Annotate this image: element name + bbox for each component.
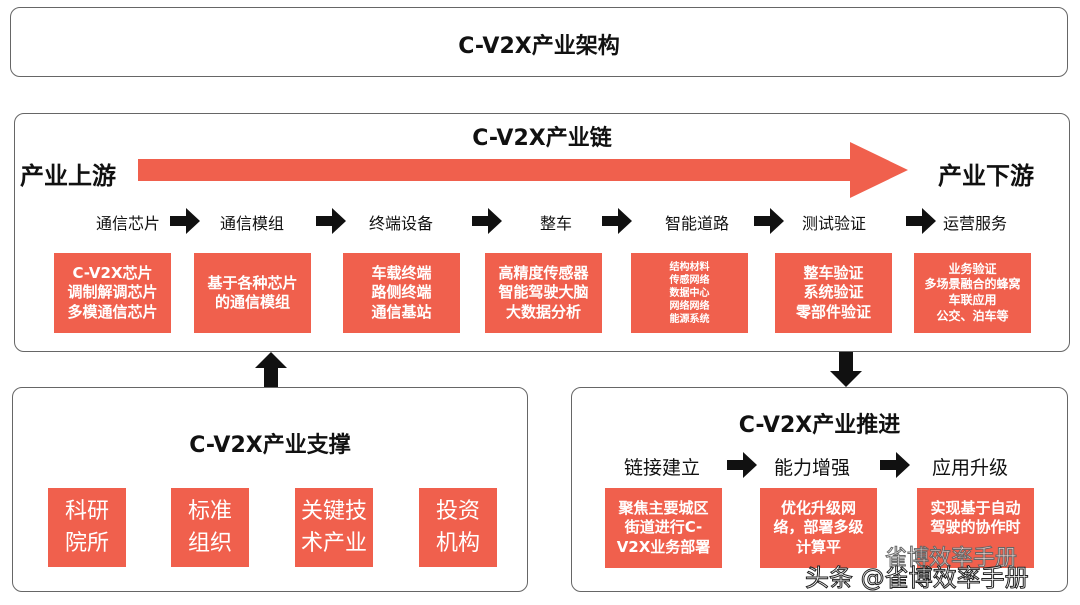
promotion-step-line: V2X业务部署 — [616, 537, 711, 556]
promotion-step-line: 络，部署多级 — [773, 518, 864, 537]
right-arrow-icon — [170, 208, 200, 234]
right-arrow-icon — [727, 452, 757, 478]
chain-step-line: 大数据分析 — [505, 302, 581, 321]
support-item-line: 投资 — [435, 498, 480, 524]
chain-step-label: 整车 — [539, 214, 572, 233]
promotion-step-line: 驾驶的协作时 — [930, 518, 1021, 537]
chain-step-box: C-V2X芯片调制解调芯片多模通信芯片 — [54, 253, 171, 333]
right-arrow-icon — [316, 208, 346, 234]
chain-step-label: 通信模组 — [219, 214, 284, 233]
support-item-line: 科研 — [64, 498, 109, 524]
promotion-step-line: 优化升级网 — [780, 498, 856, 517]
chain-step-box: 业务验证多场景融合的蜂窝车联应用公交、泊车等 — [914, 253, 1031, 333]
chain-step-line: 智能驾驶大脑 — [498, 283, 589, 302]
chain-step-line: 传感网络 — [669, 274, 710, 286]
chain-step-line: 的通信模组 — [214, 293, 290, 311]
chain-step-line: 车载终端 — [371, 263, 432, 282]
upstream-label: 产业上游 — [20, 162, 116, 190]
chain-step-line: 调制解调芯片 — [67, 283, 158, 302]
support-item: 投资机构 — [419, 488, 497, 567]
chain-step-box: 整车验证系统验证零部件验证 — [775, 253, 892, 333]
chain-step-line: 结构材料 — [669, 261, 710, 273]
chain-step-box: 车载终端路侧终端通信基站 — [343, 253, 460, 333]
support-item: 关键技术产业 — [295, 488, 373, 567]
promotion-step-box: 实现基于自动驾驶的协作时 — [917, 488, 1034, 568]
promotion-step-label: 能力增强 — [773, 457, 850, 479]
page-title: C-V2X产业架构 — [458, 34, 620, 59]
chain-step-line: 系统验证 — [803, 283, 864, 302]
chain-step-line: 数据中心 — [669, 287, 710, 299]
chain-step-label: 智能道路 — [664, 214, 729, 233]
promotion-step-line: 街道进行C- — [624, 518, 703, 537]
chain-step-line: 高精度传感器 — [498, 263, 589, 282]
promotion-step-line: 计算平 — [795, 537, 841, 556]
promotion-step-box: 优化升级网络，部署多级计算平 — [760, 488, 877, 568]
right-arrow-icon — [602, 208, 632, 234]
chain-step-line: 通信基站 — [371, 302, 432, 321]
chain-step-line: 业务验证 — [948, 261, 997, 276]
chain-step-line: 公交、泊车等 — [936, 308, 1009, 323]
chain-step-line: 路侧终端 — [371, 283, 432, 302]
chain-step-box: 基于各种芯片的通信模组 — [194, 253, 311, 333]
right-arrow-icon — [880, 452, 910, 478]
chain-step-line: C-V2X芯片 — [72, 263, 153, 282]
chain-step-line: 整车验证 — [803, 263, 864, 282]
chain-step-line: 网络网络 — [669, 300, 710, 312]
chain-title: C-V2X产业链 — [472, 126, 612, 151]
downstream-label: 产业下游 — [938, 162, 1034, 190]
support-item-line: 术产业 — [300, 530, 367, 556]
chain-step-line: 车联应用 — [948, 293, 997, 307]
chain-step-line: 零部件验证 — [795, 302, 871, 321]
chain-step-label: 终端设备 — [368, 214, 433, 233]
chain-step-line: 多场景融合的蜂窝 — [924, 277, 1021, 292]
watermark-top: 雀博效率手册 — [884, 546, 1018, 572]
flow-arrow-icon — [138, 142, 908, 198]
chain-step-box: 高精度传感器智能驾驶大脑大数据分析 — [485, 253, 602, 333]
chain-step-line: 基于各种芯片 — [207, 273, 298, 292]
promotion-step-line: 实现基于自动 — [930, 498, 1021, 517]
promotion-step-label: 链接建立 — [623, 457, 700, 479]
support-item-line: 标准 — [187, 498, 232, 524]
support-item-line: 组织 — [187, 530, 232, 556]
right-arrow-icon — [906, 208, 936, 234]
up-arrow-icon — [255, 352, 287, 387]
down-arrow-icon — [830, 352, 862, 387]
right-arrow-icon — [472, 208, 502, 234]
right-arrow-icon — [754, 208, 784, 234]
support-item-line: 关键技 — [300, 498, 367, 524]
support-item-line: 院所 — [64, 530, 109, 556]
chain-step-line: 能源系统 — [669, 313, 710, 325]
watermark: 头条 @雀博效率手册 — [805, 564, 1030, 593]
title-box — [10, 7, 1068, 77]
promotion-step-box: 聚焦主要城区街道进行C-V2X业务部署 — [605, 488, 722, 568]
promotion-title: C-V2X产业推进 — [738, 413, 901, 438]
support-item-line: 机构 — [435, 530, 480, 556]
chain-step-label: 测试验证 — [801, 214, 866, 233]
chain-step-line: 多模通信芯片 — [67, 302, 158, 321]
support-item: 标准组织 — [171, 488, 249, 567]
chain-step-label: 运营服务 — [942, 214, 1007, 233]
chain-step-box: 结构材料传感网络数据中心网络网络能源系统 — [631, 253, 748, 333]
chain-step-label: 通信芯片 — [95, 214, 160, 233]
support-title: C-V2X产业支撑 — [189, 433, 351, 458]
promotion-step-label: 应用升级 — [931, 457, 1008, 479]
support-item: 科研院所 — [48, 488, 126, 567]
promotion-step-line: 聚焦主要城区 — [618, 498, 709, 517]
